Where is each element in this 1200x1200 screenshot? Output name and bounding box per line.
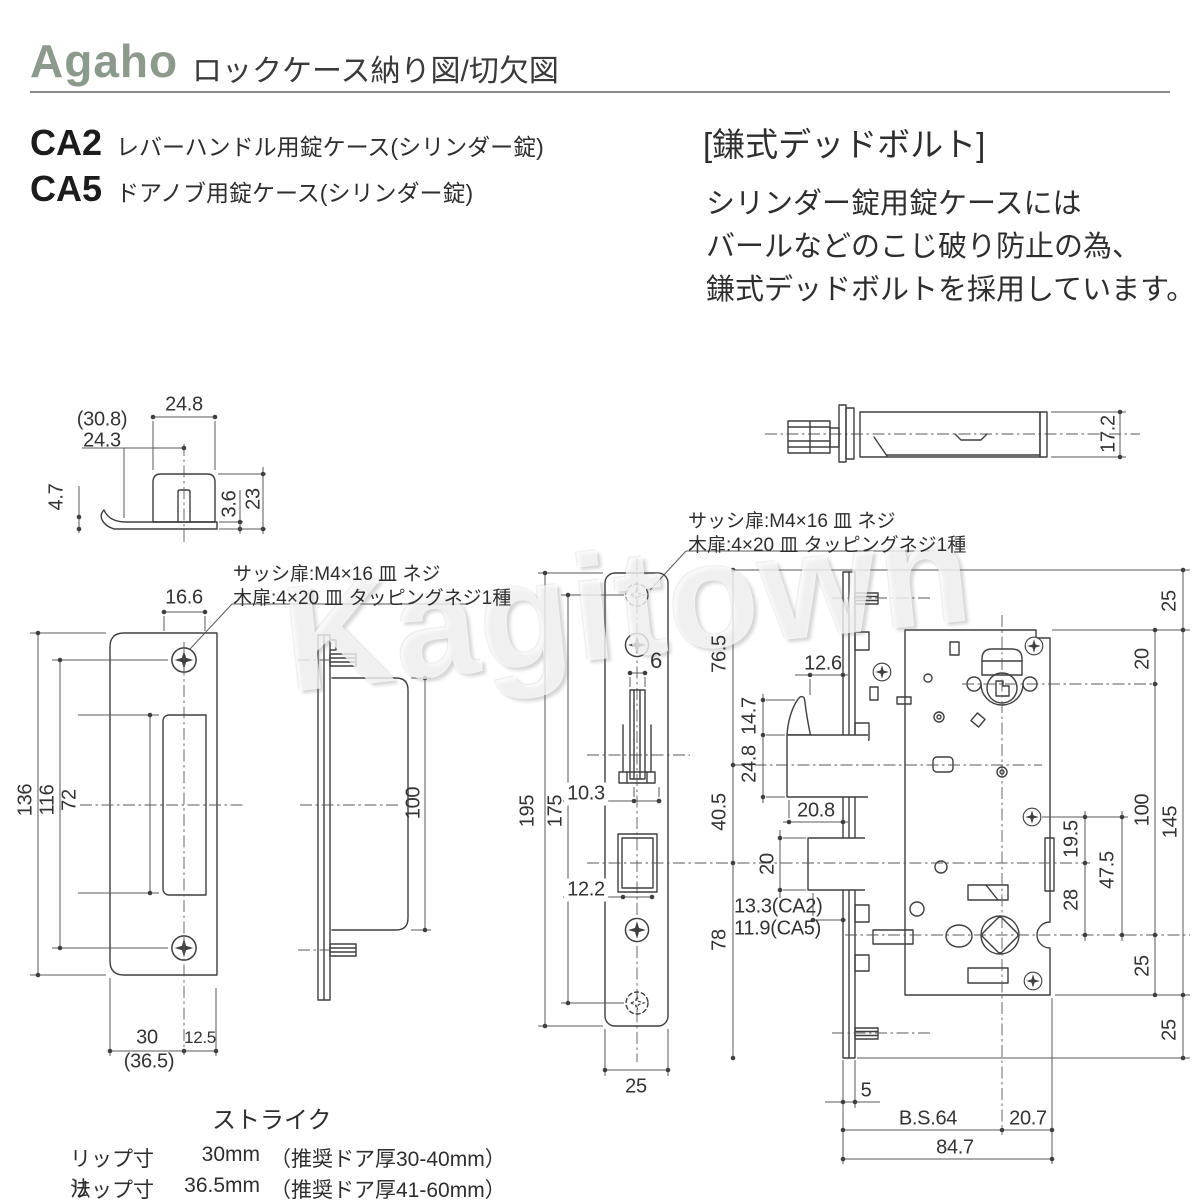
screw-note-faceplate: サッシ扉:M4×16 皿 ネジ 木扉:4×20 皿 タッピングネジ1種: [688, 510, 966, 559]
product-ca2: CA2 レバーハンドル用錠ケース(シリンダー錠): [30, 122, 544, 164]
dim-847: 84.7: [936, 1136, 974, 1159]
dim-20-top: 20: [1131, 648, 1154, 670]
dim-20-bolt: 20: [756, 853, 779, 875]
dim-faceplate-height: 195: [516, 794, 539, 828]
lip-detail: （推奨ドア厚30-40mm）: [270, 1148, 506, 1171]
lip-detail: （推奨ドア厚41-60mm）: [270, 1179, 506, 1200]
dim-119-ca5: 11.9(CA5): [734, 917, 821, 940]
lip-label: リップ寸法: [70, 1148, 154, 1200]
dim-100-right: 100: [1131, 793, 1154, 827]
product-desc: レバーハンドル用錠ケース(シリンダー錠): [116, 134, 544, 160]
lip-value: 36.5mm: [184, 1174, 260, 1197]
header-rule: [30, 91, 1170, 93]
dim-195-right: 19.5: [1060, 820, 1083, 858]
product-code: CA2: [30, 122, 103, 163]
dim-405: 40.5: [708, 793, 731, 831]
dim-case-depth: 17.2: [1097, 415, 1120, 453]
dim-strike-lip-alt: (36.5): [123, 1050, 175, 1073]
dim-strike-edge: 12.5: [184, 1028, 216, 1047]
dim-765: 76.5: [708, 635, 731, 673]
lip-label: リップ寸法: [70, 1179, 154, 1200]
deadbolt-note-line: バールなどのこじ破り防止の為、: [706, 231, 1142, 263]
screw-note-line2: 木扉:4×20 皿 タッピングネジ1種: [688, 535, 967, 557]
dim-147: 14.7: [738, 697, 761, 735]
dim-145: 145: [1159, 805, 1182, 839]
dim-strike-height: 136: [14, 783, 37, 817]
lip-value: 30mm: [201, 1143, 260, 1166]
deadbolt-note-line: シリンダー錠用錠ケースには: [706, 188, 1082, 220]
drawing-strike-side: [298, 634, 431, 1001]
drawing-faceplate-front: [538, 550, 930, 1076]
dim-25-mid: 25: [1131, 955, 1154, 977]
lip-spec-row: リップ寸法 36.5mm （推奨ドア厚41-60mm）: [70, 1174, 506, 1200]
product-desc: ドアノブ用錠ケース(シリンダー錠): [116, 180, 474, 206]
dim-78: 78: [708, 929, 731, 951]
dim-strike-box: 100: [402, 786, 425, 820]
dim-25-bottom: 25: [1158, 1019, 1181, 1041]
dim-208: 20.8: [797, 799, 835, 822]
dim-latch-width: 6: [650, 648, 662, 673]
dim-cs-top: 24.8: [165, 393, 203, 416]
dim-cs-width: 24.3: [83, 429, 121, 452]
dim-25-top: 25: [1158, 590, 1181, 612]
strike-caption: ストライク: [212, 1107, 332, 1134]
dim-faceplate-width: 25: [625, 1075, 647, 1098]
deadbolt-note-line: 鎌式デッドボルトを採用しています。: [706, 274, 1196, 306]
dim-cs-thick: 3.6: [218, 490, 241, 518]
screw-note-line2: 木扉:4×20 皿 タッピングネジ1種: [233, 588, 512, 610]
dim-latch-offset: 10.3: [564, 782, 608, 806]
dim-28: 28: [1060, 889, 1083, 911]
page-title: ロックケース納り図/切欠図: [192, 55, 559, 88]
dim-bolt-offset: 12.2: [564, 878, 608, 902]
lip-spec-row: リップ寸法 30mm （推奨ドア厚30-40mm）: [70, 1143, 506, 1200]
product-code: CA5: [30, 168, 103, 209]
dim-207: 20.7: [1009, 1107, 1047, 1130]
drawing-case-side-view: [765, 404, 1140, 463]
dim-strike-lip: 30: [136, 1026, 158, 1049]
dim-126: 12.6: [804, 652, 842, 675]
drawing-lock-case: [587, 567, 1190, 1164]
deadbolt-note-heading: [鎌式デッドボルト]: [703, 126, 986, 163]
dim-5: 5: [860, 1079, 872, 1102]
dim-strike-screw: 16.6: [165, 586, 203, 609]
dim-backset: B.S.64: [898, 1107, 958, 1130]
screw-note-strike: サッシ扉:M4×16 皿 ネジ 木扉:4×20 皿 タッピングネジ1種: [233, 563, 511, 612]
dim-strike-pitch: 116: [36, 784, 59, 816]
screw-note-line1: サッシ扉:M4×16 皿 ネジ: [688, 511, 896, 532]
drawing-strike-front: [30, 603, 468, 1056]
dim-133-ca2: 13.3(CA2): [734, 895, 823, 918]
brand-logo: Agaho: [30, 35, 179, 87]
drawing-strike-cross-section: [76, 414, 266, 545]
dim-cs-lip: 4.7: [45, 483, 68, 511]
screw-note-line1: サッシ扉:M4×16 皿 ネジ: [233, 564, 441, 585]
dim-248: 24.8: [738, 745, 761, 783]
dim-cs-width-alt: (30.8): [76, 408, 128, 431]
dim-strike-cut: 72: [58, 789, 81, 811]
dim-475: 47.5: [1096, 851, 1119, 889]
product-ca5: CA5 ドアノブ用錠ケース(シリンダー錠): [30, 168, 473, 210]
dim-cs-height: 23: [242, 488, 265, 510]
